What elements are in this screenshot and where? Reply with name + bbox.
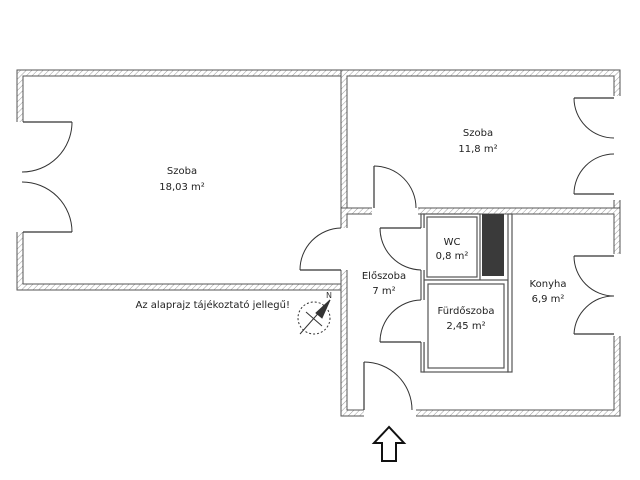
- doors: [21, 97, 615, 411]
- room-name-szoba-right: Szoba: [463, 128, 493, 139]
- room-area-konyha: 6,9 m²: [532, 294, 565, 305]
- room-name-szoba-left: Szoba: [167, 166, 197, 177]
- door-right-room-hall: [373, 165, 417, 209]
- room-name-eloszoba: Előszoba: [362, 270, 406, 282]
- disclaimer-note: Az alaprajz tájékoztató jellegű!: [136, 299, 290, 311]
- entrance-arrow-icon: [371, 425, 407, 462]
- room-area-szoba-left: 18,03 m²: [159, 182, 205, 193]
- walls: [16, 69, 621, 417]
- door-entrance: [363, 361, 413, 411]
- door-wc: [379, 227, 422, 271]
- door-bathroom: [379, 299, 422, 343]
- door-left-room-hall: [299, 227, 342, 271]
- openings: [16, 96, 621, 417]
- room-area-eloszoba: 7 m²: [372, 286, 395, 297]
- room-area-szoba-right: 11,8 m²: [458, 144, 497, 155]
- door-right-room: [573, 97, 615, 195]
- door-left-room: [21, 121, 73, 233]
- svg-text:N: N: [326, 291, 332, 300]
- shaft: [482, 214, 504, 276]
- room-name-konyha: Konyha: [530, 279, 567, 290]
- room-area-furdoszoba: 2,45 m²: [446, 321, 485, 332]
- door-kitchen: [573, 255, 615, 335]
- room-area-wc: 0,8 m²: [436, 251, 469, 262]
- room-name-wc: WC: [444, 237, 461, 248]
- north-arrow-icon: N: [297, 291, 332, 335]
- room-name-furdoszoba: Fürdőszoba: [438, 305, 495, 317]
